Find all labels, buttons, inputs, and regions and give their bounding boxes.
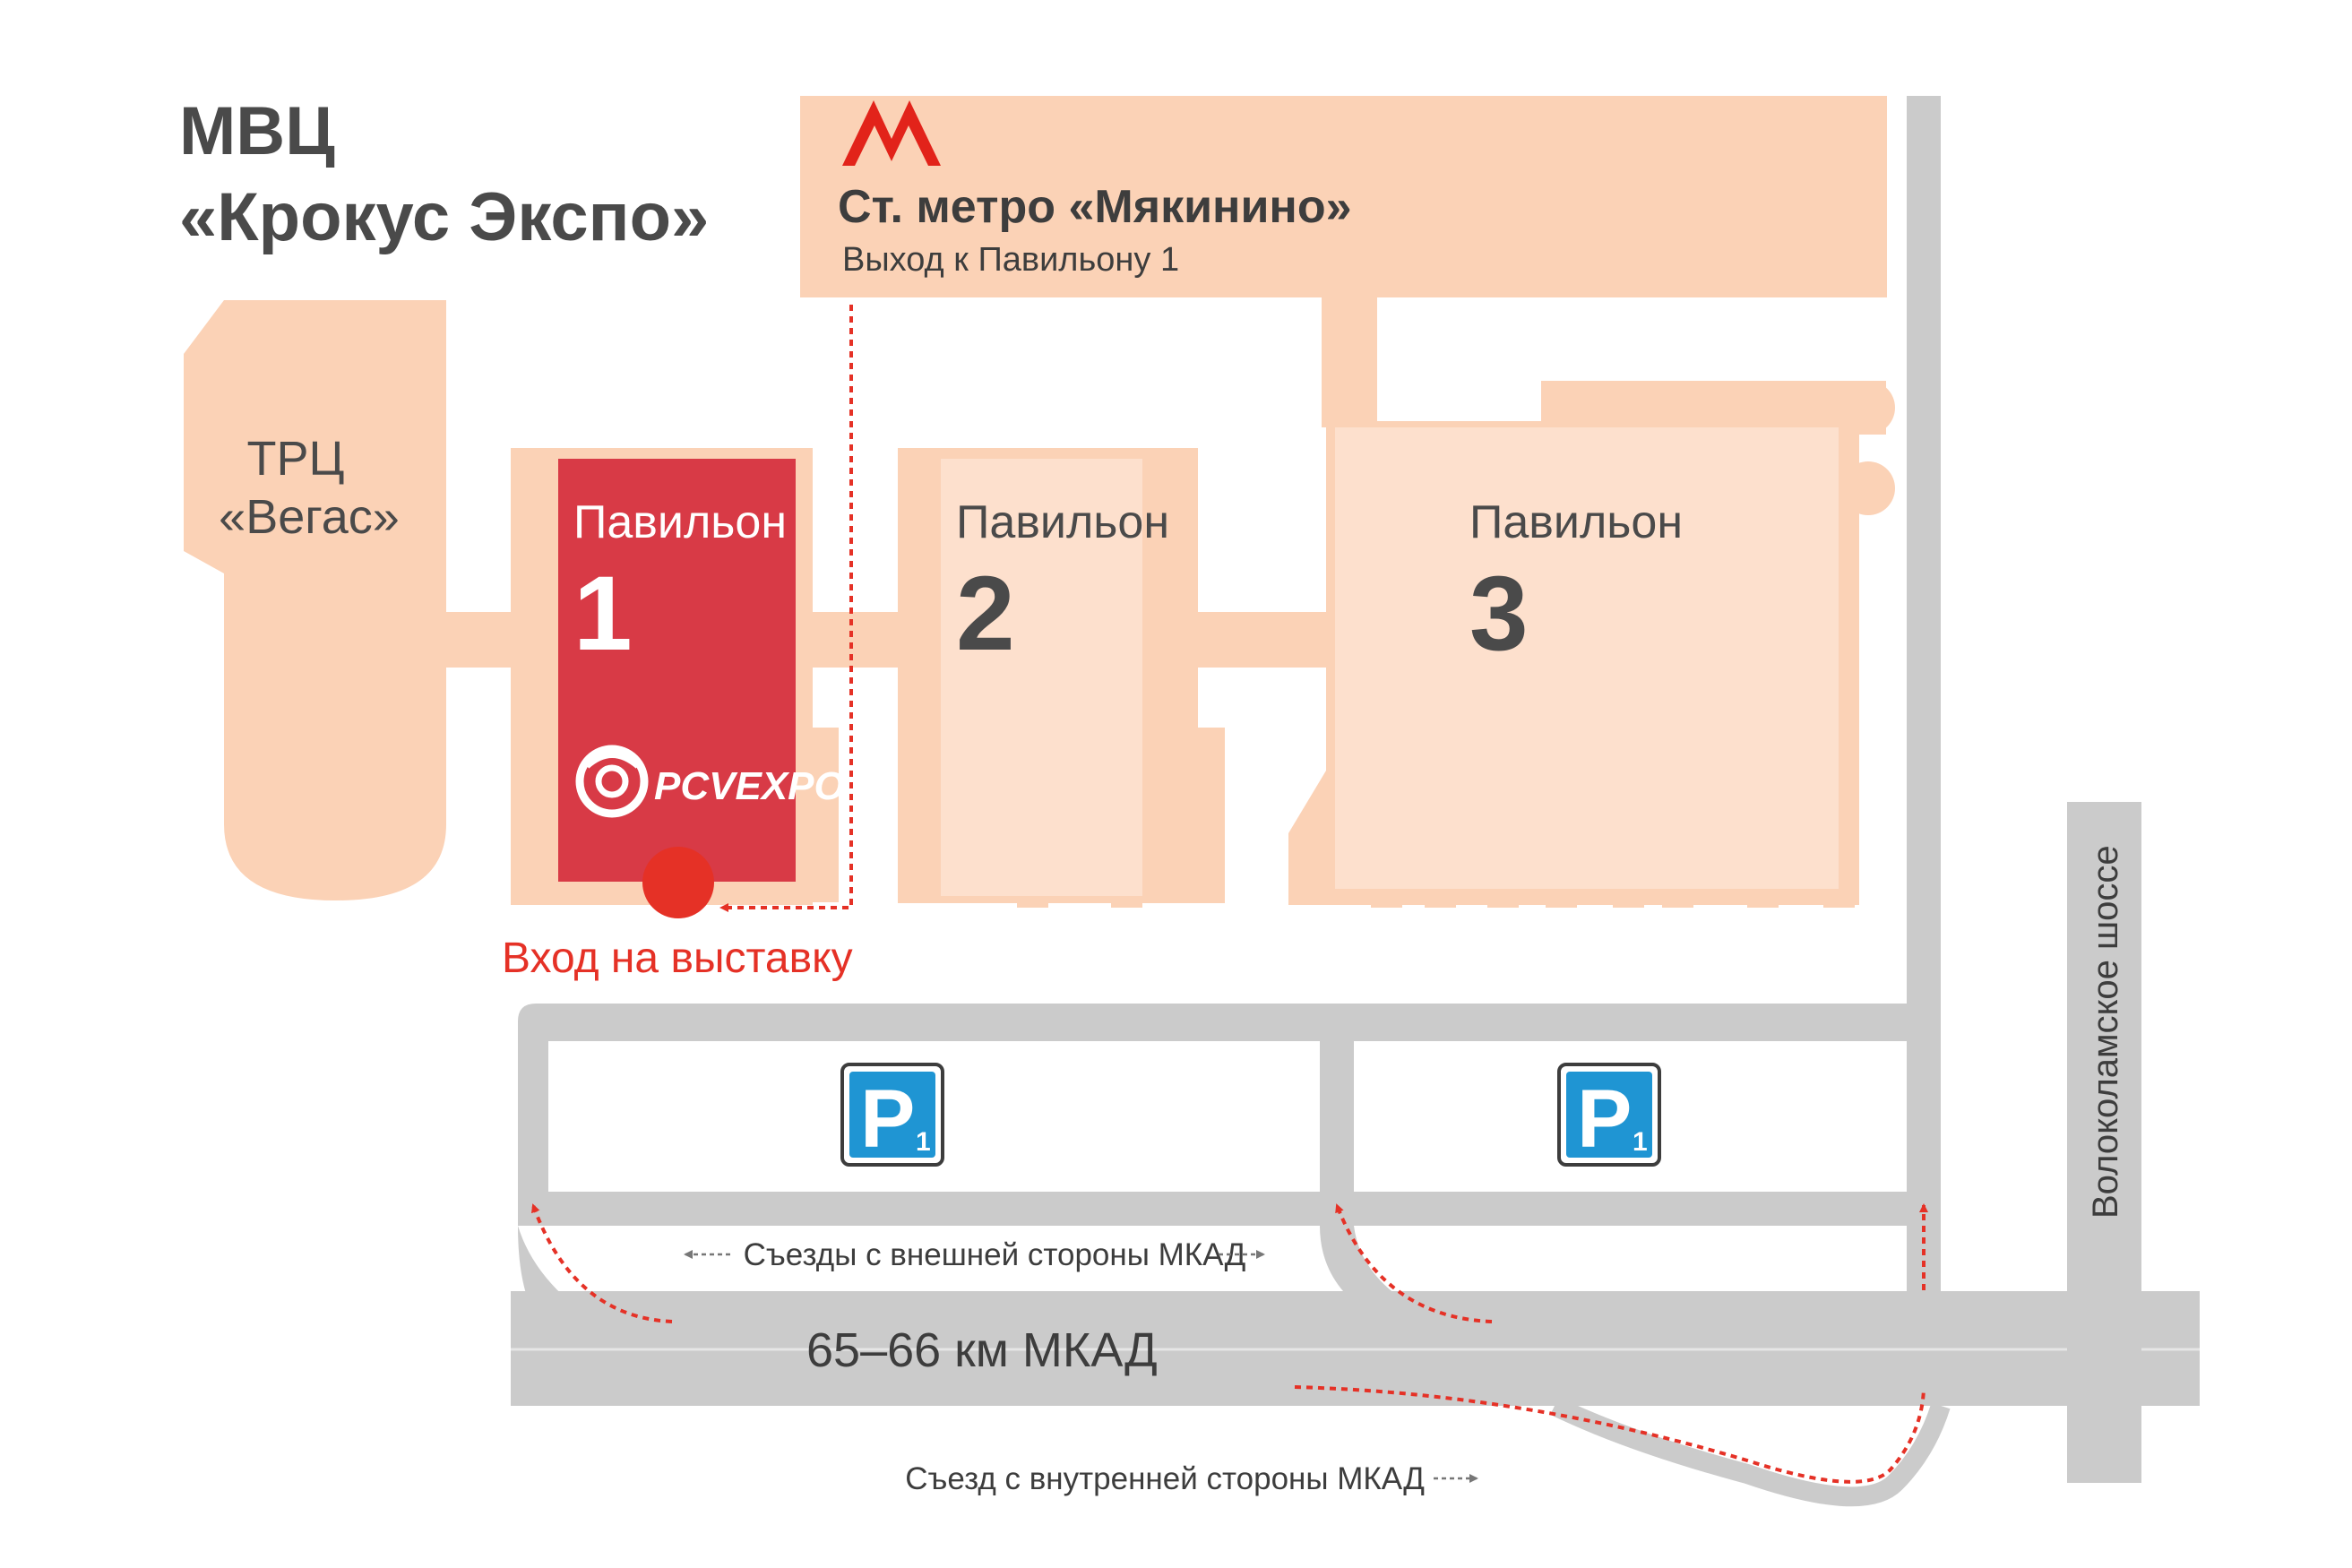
metro-exit-label: Выход к Павильону 1 [842, 241, 1179, 279]
mall-name-line1: ТРЦ [247, 432, 345, 486]
metro-station-name: Ст. метро «Мякинино» [838, 181, 1352, 233]
pavilion-1-label: Павильон [573, 496, 787, 548]
metro-logo-icon [842, 100, 941, 166]
svg-text:1: 1 [1633, 1127, 1648, 1157]
svg-text:1: 1 [916, 1127, 931, 1157]
metro-connector [1322, 297, 1377, 427]
venue-title-line2: «Крокус Экспо» [179, 179, 709, 255]
volokolamskoe-road [2067, 802, 2141, 1483]
svg-text:P: P [1577, 1073, 1632, 1165]
outer-exit-label: Съезды с внешней стороны МКАД [744, 1237, 1246, 1272]
metro-to-entrance-route [719, 305, 853, 912]
corridor-mall-pav1 [446, 612, 518, 668]
pcvexpo-logo-icon [575, 745, 649, 818]
corridor-pav2-pav3 [1198, 612, 1331, 668]
outer-exit-arrow-left [531, 1203, 673, 1323]
svg-text:P: P [860, 1073, 915, 1165]
pavilion-3-inner [1335, 427, 1839, 889]
pavilion-2-inner [941, 459, 1142, 896]
parking-sign-2: P 1 [1557, 1063, 1661, 1167]
vegas-mall [184, 300, 446, 900]
buildings [184, 96, 1895, 908]
parking-sign-1: P 1 [840, 1063, 944, 1167]
pavilion-2-number: 2 [956, 555, 1015, 673]
roads [511, 96, 2200, 1507]
route-arrows [531, 1203, 1928, 1484]
corridor-pav1-pav2 [813, 612, 898, 668]
mkad-label: 65–66 км МКАД [806, 1323, 1158, 1377]
pavilion-1-number: 1 [573, 555, 633, 673]
pavilion-2-label: Павильон [956, 496, 1169, 548]
pavilion-base-tabs [1017, 900, 1855, 908]
parking-ring-road [518, 1004, 1907, 1226]
mall-name-line2: «Вегас» [219, 490, 400, 544]
pcvexpo-logo-text: PCVEXPO [654, 764, 845, 808]
parking-divider [1320, 1041, 1354, 1192]
inner-exit-caption: Съезд с внутренней стороны МКАД [905, 1461, 1478, 1496]
inner-exit-route [1294, 1385, 1926, 1484]
pavilion-1-annex [803, 728, 839, 902]
pavilion-3-number: 3 [1469, 555, 1529, 673]
inner-exit-loop [1550, 1397, 1951, 1507]
access-road-vertical [1907, 96, 1941, 1292]
outer-exit-caption: Съезды с внешней стороны МКАД [684, 1237, 1265, 1272]
pavilion-3-label: Павильон [1469, 496, 1683, 548]
outer-exit-arrow-middle [1335, 1203, 1493, 1323]
entrance-marker [642, 847, 714, 918]
pavilion-2-annex [1198, 728, 1225, 903]
inner-exit-label: Съезд с внутренней стороны МКАД [905, 1461, 1425, 1496]
volokolamskoe-label: Волоколамское шоссе [2086, 845, 2125, 1219]
venue-title-line1: МВЦ [179, 93, 335, 169]
metro-building [800, 96, 1887, 297]
entrance-label: Вход на выставку [502, 935, 853, 982]
